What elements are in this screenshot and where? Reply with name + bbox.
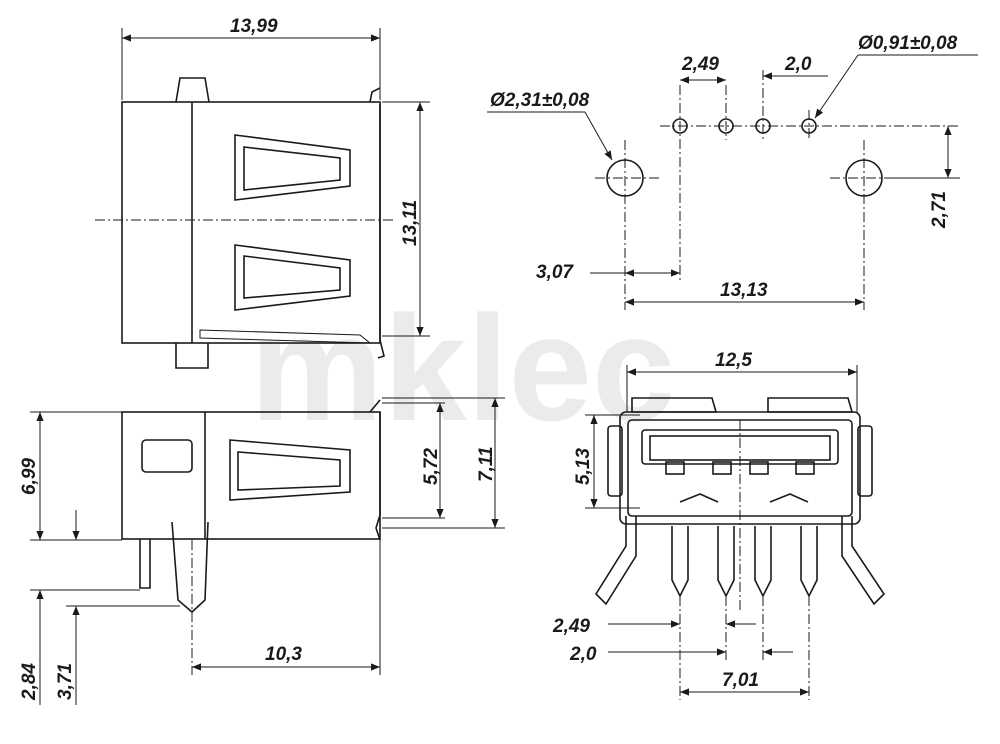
front-view: 12,5 5,13 2,49 2,0 7,01: [552, 350, 886, 700]
dim-front-height-label: 5,13: [573, 448, 594, 485]
dim-offset-y-label: 2,71: [929, 191, 950, 229]
dim-length-label: 10,3: [265, 644, 302, 665]
dim-mount-spacing-label: 13,13: [720, 280, 768, 301]
top-view: 13,99 13,11: [95, 16, 430, 369]
dim-side-height-label: 6,99: [19, 458, 40, 495]
dim-height-label: 13,11: [400, 200, 421, 246]
dim-side-b-label: 7,11: [476, 446, 497, 482]
dim-front-span-label: 7,01: [722, 670, 759, 691]
side-view: 6,99 5,72 7,11 2,84 3,71 10,3: [19, 397, 505, 705]
dim-front-width-label: 12,5: [715, 350, 752, 371]
dim-pitch-label: 2,49: [681, 54, 719, 75]
mount-hole-callout: Ø2,31±0,08: [490, 90, 590, 111]
pin-hole-callout: Ø0,91±0,08: [858, 33, 958, 54]
dim-side-a-label: 5,72: [421, 448, 442, 485]
pcb-footprint: 2,49 2,0 Ø0,91±0,08 Ø2,31±0,08 2,71 3,07…: [487, 33, 978, 310]
dim-front-pitch-b-label: 2,0: [569, 644, 597, 665]
watermark: mklec: [250, 284, 675, 452]
dim-width-label: 13,99: [230, 16, 278, 37]
dim-pitch-b-label: 2,0: [784, 54, 812, 75]
dim-front-pitch-a-label: 2,49: [552, 616, 590, 637]
dim-lead-b-label: 3,71: [55, 663, 76, 700]
dim-lead-a-label: 2,84: [19, 663, 40, 701]
dim-offset-x-label: 3,07: [536, 262, 574, 283]
